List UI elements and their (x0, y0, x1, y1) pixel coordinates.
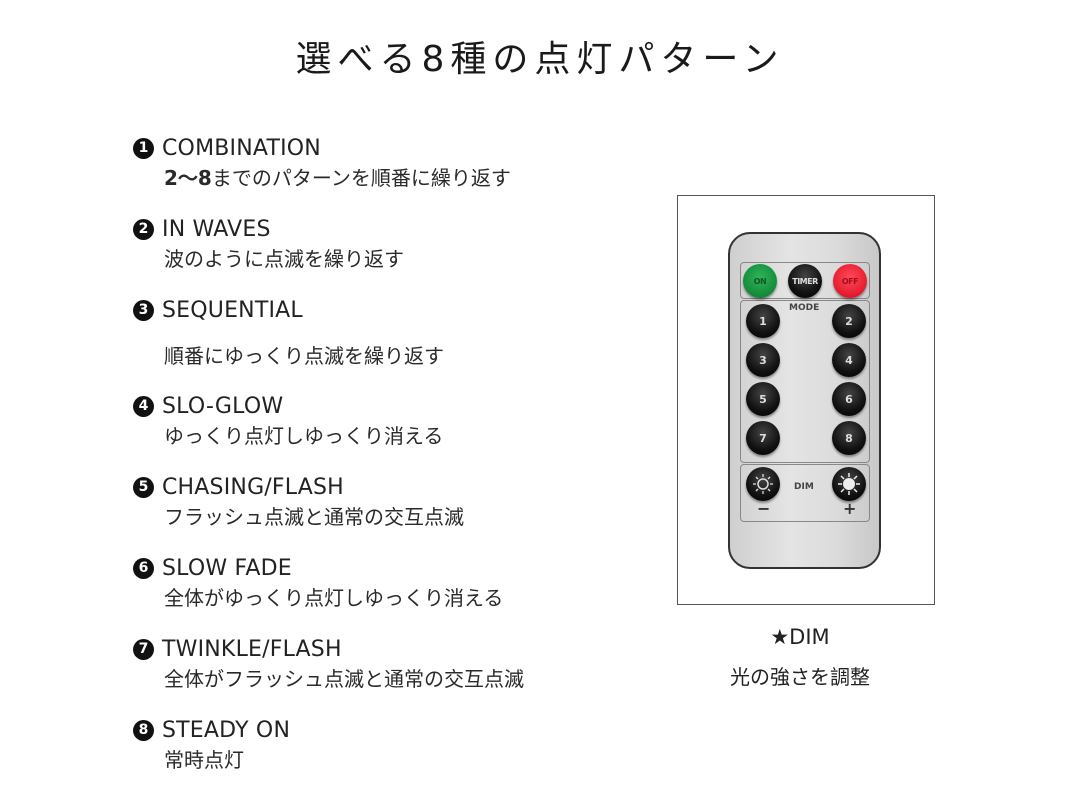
pattern-description: 2～8までのパターンを順番に繰り返す (164, 163, 511, 193)
number-badge: 1 (133, 137, 154, 159)
dim-caption-description: 光の強さを調整 (730, 665, 870, 689)
pattern-name: SLOW FADE (162, 555, 292, 581)
sun-outline-icon (753, 474, 773, 494)
off-button: OFF (833, 264, 867, 298)
pattern-description: 波のように点滅を繰り返す (164, 247, 404, 271)
dim-caption-title: ★DIM (770, 625, 830, 649)
dim-caption: ★DIM 光の強さを調整 (700, 625, 900, 690)
timer-button: TIMER (788, 264, 822, 298)
dim-panel (740, 464, 870, 522)
number-badge: 6 (133, 557, 154, 579)
page-title: 選べる8種の点灯パターン (295, 39, 785, 80)
pattern-name: CHASING/FLASH (162, 474, 344, 500)
pattern-item-combination: 1 COMBINATION 2～8までのパターンを順番に繰り返す (133, 133, 511, 193)
pattern-description: 順番にゆっくり点滅を繰り返す (164, 344, 444, 368)
pattern-name: IN WAVES (162, 216, 271, 242)
pattern-name: STEADY ON (162, 717, 291, 743)
remote-control: ON TIMER OFF MODE 1 2 3 4 5 6 7 8 DIM (728, 232, 881, 569)
number-badge: 4 (133, 395, 154, 417)
pattern-name: COMBINATION (162, 135, 321, 161)
pattern-description: 全体がゆっくり点灯しゆっくり消える (164, 586, 504, 610)
remote-image-frame: ON TIMER OFF MODE 1 2 3 4 5 6 7 8 DIM (677, 195, 935, 605)
power-panel (740, 262, 870, 299)
number-badge: 2 (133, 218, 154, 240)
pattern-item-slo-glow: 4 SLO-GLOW ゆっくり点灯しゆっくり消える (133, 391, 443, 451)
mode-button-3: 3 (746, 343, 780, 377)
plus-sign: + (843, 499, 857, 518)
pattern-description: 全体がフラッシュ点滅と通常の交互点滅 (164, 667, 524, 691)
pattern-description: 常時点灯 (164, 748, 244, 772)
pattern-description: ゆっくり点灯しゆっくり消える (164, 424, 444, 448)
pattern-range: 2～8 (164, 166, 212, 190)
pattern-name: SLO-GLOW (162, 393, 284, 419)
mode-label: MODE (789, 303, 820, 313)
pattern-item-steady-on: 8 STEADY ON 常時点灯 (133, 715, 290, 775)
mode-button-4: 4 (832, 343, 866, 377)
pattern-item-in-waves: 2 IN WAVES 波のように点滅を繰り返す (133, 214, 404, 274)
on-button: ON (743, 264, 777, 298)
dim-plus-button (832, 467, 866, 501)
pattern-name: TWINKLE/FLASH (162, 636, 342, 662)
number-badge: 8 (133, 719, 154, 741)
number-badge: 3 (133, 299, 154, 321)
mode-button-5: 5 (746, 382, 780, 416)
dim-label: DIM (794, 482, 814, 492)
pattern-description: フラッシュ点滅と通常の交互点滅 (164, 505, 464, 529)
dim-minus-button (746, 467, 780, 501)
mode-button-1: 1 (746, 304, 780, 338)
pattern-item-sequential: 3 SEQUENTIAL 順番にゆっくり点滅を繰り返す (133, 295, 444, 371)
number-badge: 7 (133, 638, 154, 660)
pattern-item-twinkle-flash: 7 TWINKLE/FLASH 全体がフラッシュ点滅と通常の交互点滅 (133, 634, 524, 694)
mode-button-8: 8 (832, 421, 866, 455)
pattern-name: SEQUENTIAL (162, 297, 303, 323)
pattern-description-text: までのパターンを順番に繰り返す (211, 166, 511, 190)
mode-button-6: 6 (832, 382, 866, 416)
minus-sign: − (757, 499, 771, 518)
pattern-item-chasing-flash: 5 CHASING/FLASH フラッシュ点滅と通常の交互点滅 (133, 472, 464, 532)
number-badge: 5 (133, 476, 154, 498)
sun-filled-icon (838, 473, 860, 495)
mode-button-7: 7 (746, 421, 780, 455)
mode-panel (740, 300, 870, 463)
mode-button-2: 2 (832, 304, 866, 338)
pattern-item-slow-fade: 6 SLOW FADE 全体がゆっくり点灯しゆっくり消える (133, 553, 503, 613)
